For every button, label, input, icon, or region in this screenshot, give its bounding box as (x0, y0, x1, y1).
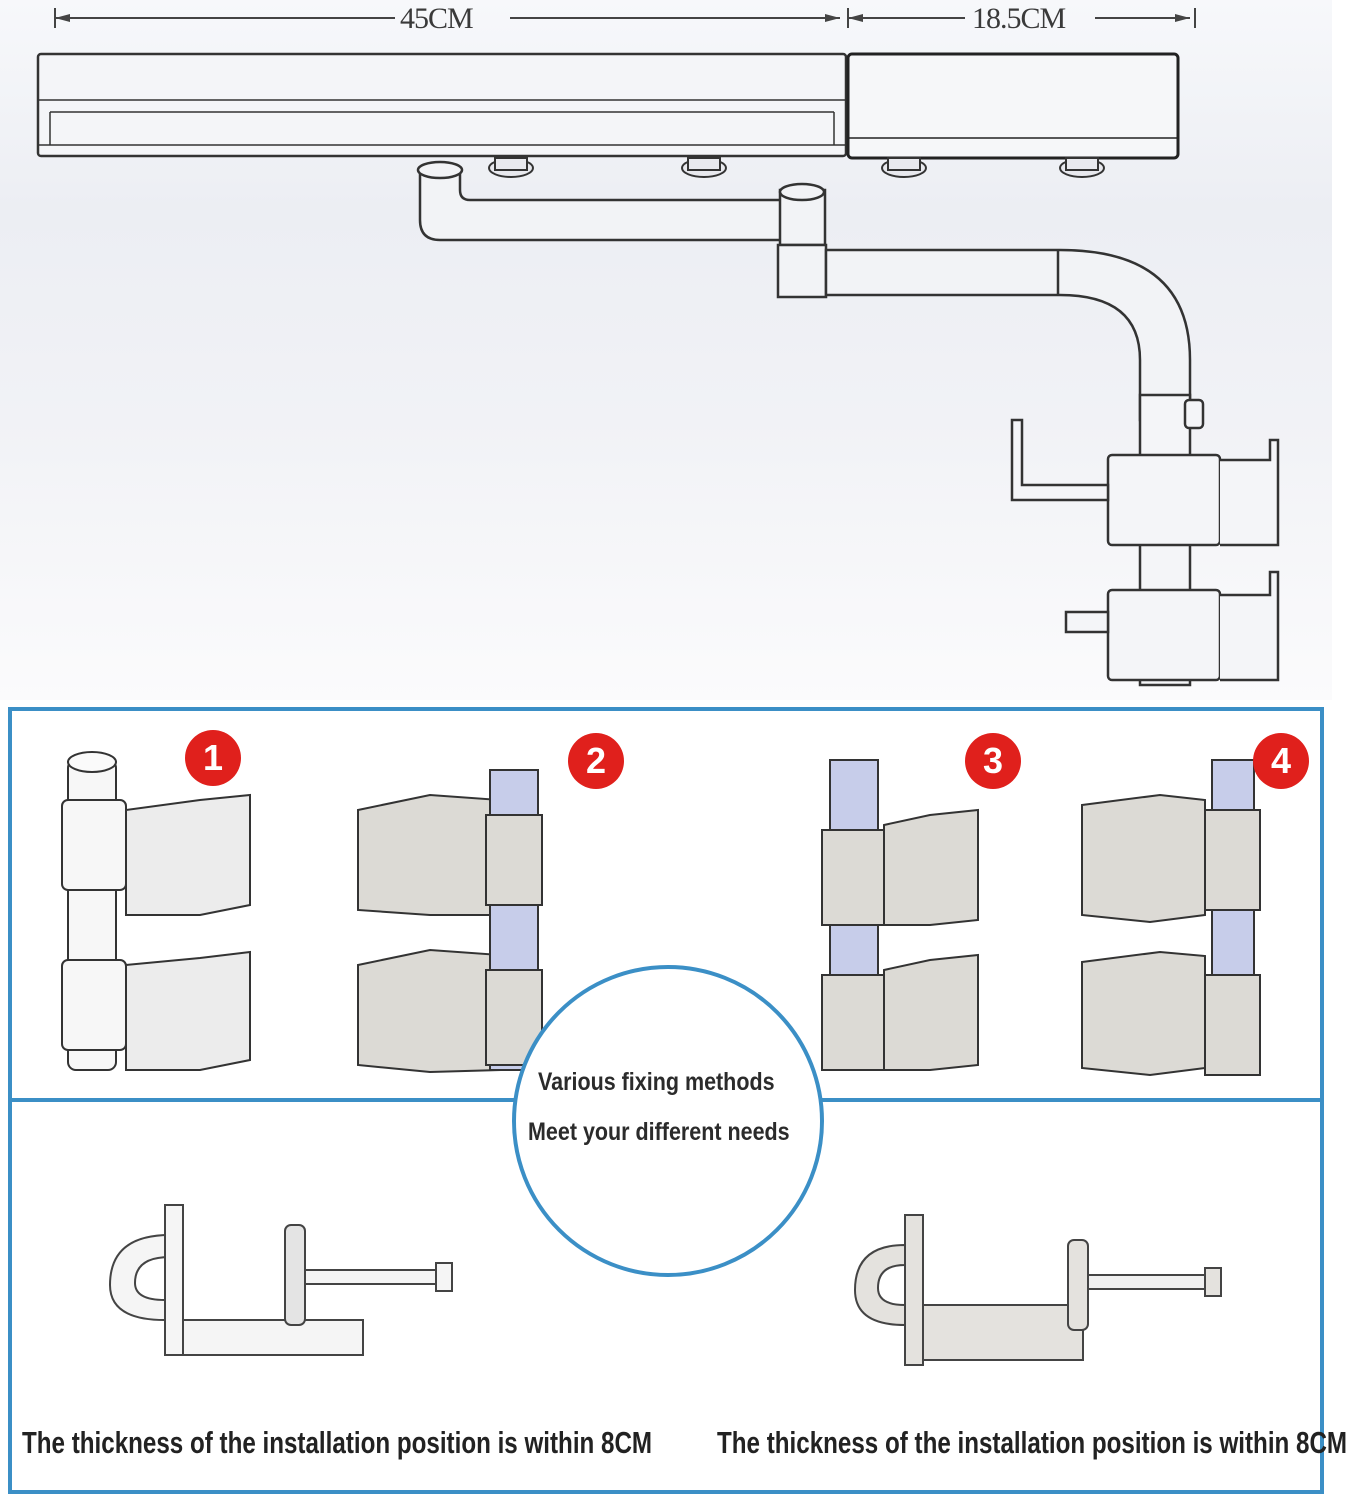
clamp-right (853, 1214, 1222, 1366)
clamp-right-caption: The thickness of the installation positi… (717, 1425, 1347, 1460)
clamp-options-panel (8, 1101, 1324, 1494)
mounting-option-illustrations (61, 751, 1261, 1077)
dimension-lines (54, 8, 1196, 28)
tagline-line-1: Various fixing methods (538, 1068, 775, 1096)
option-3-badge: 3 (965, 733, 1021, 789)
dimension-45cm-label: 45CM (400, 2, 474, 35)
clamp-illustrations (108, 1204, 1222, 1366)
option-3-mount (821, 759, 979, 1071)
arm-segment-2 (776, 243, 1192, 422)
clamp-left (108, 1204, 453, 1356)
dimension-18-5cm-label: 18.5CM (972, 2, 1066, 35)
option-2-badge: 2 (568, 733, 624, 789)
option-1-badge: 1 (185, 730, 241, 786)
option-4-badge: 4 (1253, 733, 1309, 789)
clamp-post (1010, 393, 1280, 687)
keyboard-tray (36, 52, 848, 158)
tagline-line-2: Meet your different needs (528, 1118, 790, 1146)
tagline-circle (512, 965, 824, 1277)
option-1-mount (61, 751, 251, 1071)
option-4-mount (1081, 759, 1261, 1077)
mount-bolts (488, 157, 1105, 178)
technical-drawing: 45CM 18.5CM (0, 0, 1332, 700)
clamp-left-caption: The thickness of the installation positi… (22, 1425, 653, 1460)
arm-segment-1 (416, 160, 827, 247)
mouse-tray (846, 52, 1180, 160)
tray-arm-drawing (36, 52, 1280, 687)
option-2-mount (357, 769, 543, 1074)
